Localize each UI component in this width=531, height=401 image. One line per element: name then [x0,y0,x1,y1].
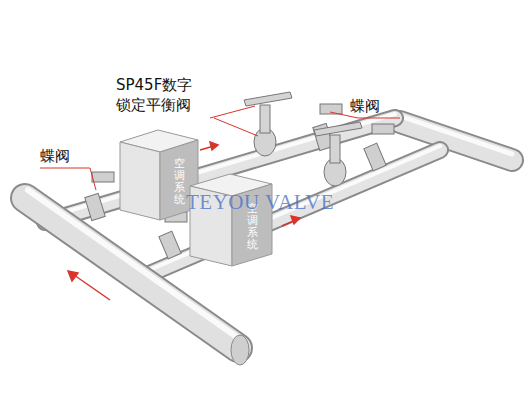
valve-label: 蝶阀 [40,147,70,167]
box-text: 空调系统 [174,158,185,206]
valve-label: 蝶阀 [350,97,380,117]
valve-label: SP45F数字 锁定平衡阀 [116,76,208,115]
watermark: TEYOU VALVE [186,190,334,215]
